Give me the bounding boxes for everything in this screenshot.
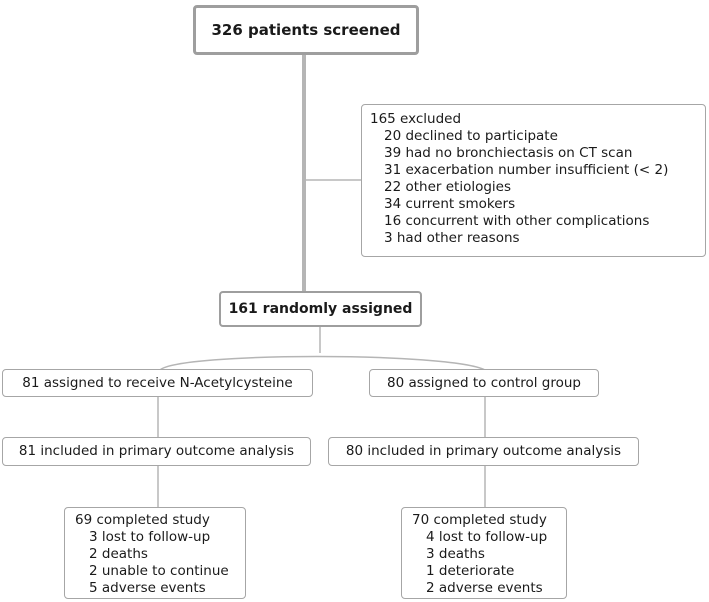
excluded-header: 165 excluded	[370, 111, 462, 127]
control-assigned-label: 80 assigned to control group	[387, 374, 581, 391]
nac-completed-header: 69 completed study	[75, 512, 210, 528]
excluded-item: 31 exacerbation number insufficient (< 2…	[384, 162, 669, 178]
excluded-box: 165 excluded 20 declined to participate …	[361, 104, 706, 257]
excluded-item: 34 current smokers	[384, 196, 516, 212]
nac-assigned-label: 81 assigned to receive N-Acetylcysteine	[22, 374, 293, 391]
control-completed-box: 70 completed study 4 lost to follow-up 3…	[401, 507, 567, 599]
nac-assigned-box: 81 assigned to receive N-Acetylcysteine	[2, 369, 313, 397]
screened-box: 326 patients screened	[193, 5, 419, 55]
nac-completed-item: 3 lost to follow-up	[89, 529, 211, 545]
control-completed-item: 1 deteriorate	[426, 563, 515, 579]
nac-completed-item: 2 deaths	[89, 546, 148, 562]
connector-split-curve	[159, 355, 486, 371]
control-completed-header: 70 completed study	[412, 512, 547, 528]
control-analysis-box: 80 included in primary outcome analysis	[328, 437, 639, 466]
nac-analysis-label: 81 included in primary outcome analysis	[18, 443, 295, 459]
nac-completed-item: 5 adverse events	[89, 580, 206, 596]
control-analysis-label: 80 included in primary outcome analysis	[345, 443, 622, 459]
nac-analysis-box: 81 included in primary outcome analysis	[2, 437, 311, 466]
control-assigned-box: 80 assigned to control group	[369, 369, 599, 397]
randomized-box: 161 randomly assigned	[219, 291, 422, 327]
randomized-label: 161 randomly assigned	[228, 300, 413, 317]
nac-completed-box: 69 completed study 3 lost to follow-up 2…	[64, 507, 246, 599]
excluded-item: 22 other etiologies	[384, 179, 512, 195]
excluded-item: 20 declined to participate	[384, 128, 558, 144]
excluded-item: 39 had no bronchiectasis on CT scan	[384, 145, 633, 161]
excluded-item: 3 had other reasons	[384, 230, 520, 246]
excluded-item: 16 concurrent with other complications	[384, 213, 650, 229]
control-completed-item: 4 lost to follow-up	[426, 529, 548, 545]
control-completed-item: 2 adverse events	[426, 580, 543, 596]
control-completed-item: 3 deaths	[426, 546, 485, 562]
screened-label: 326 patients screened	[211, 20, 401, 39]
nac-completed-item: 2 unable to continue	[89, 563, 229, 579]
